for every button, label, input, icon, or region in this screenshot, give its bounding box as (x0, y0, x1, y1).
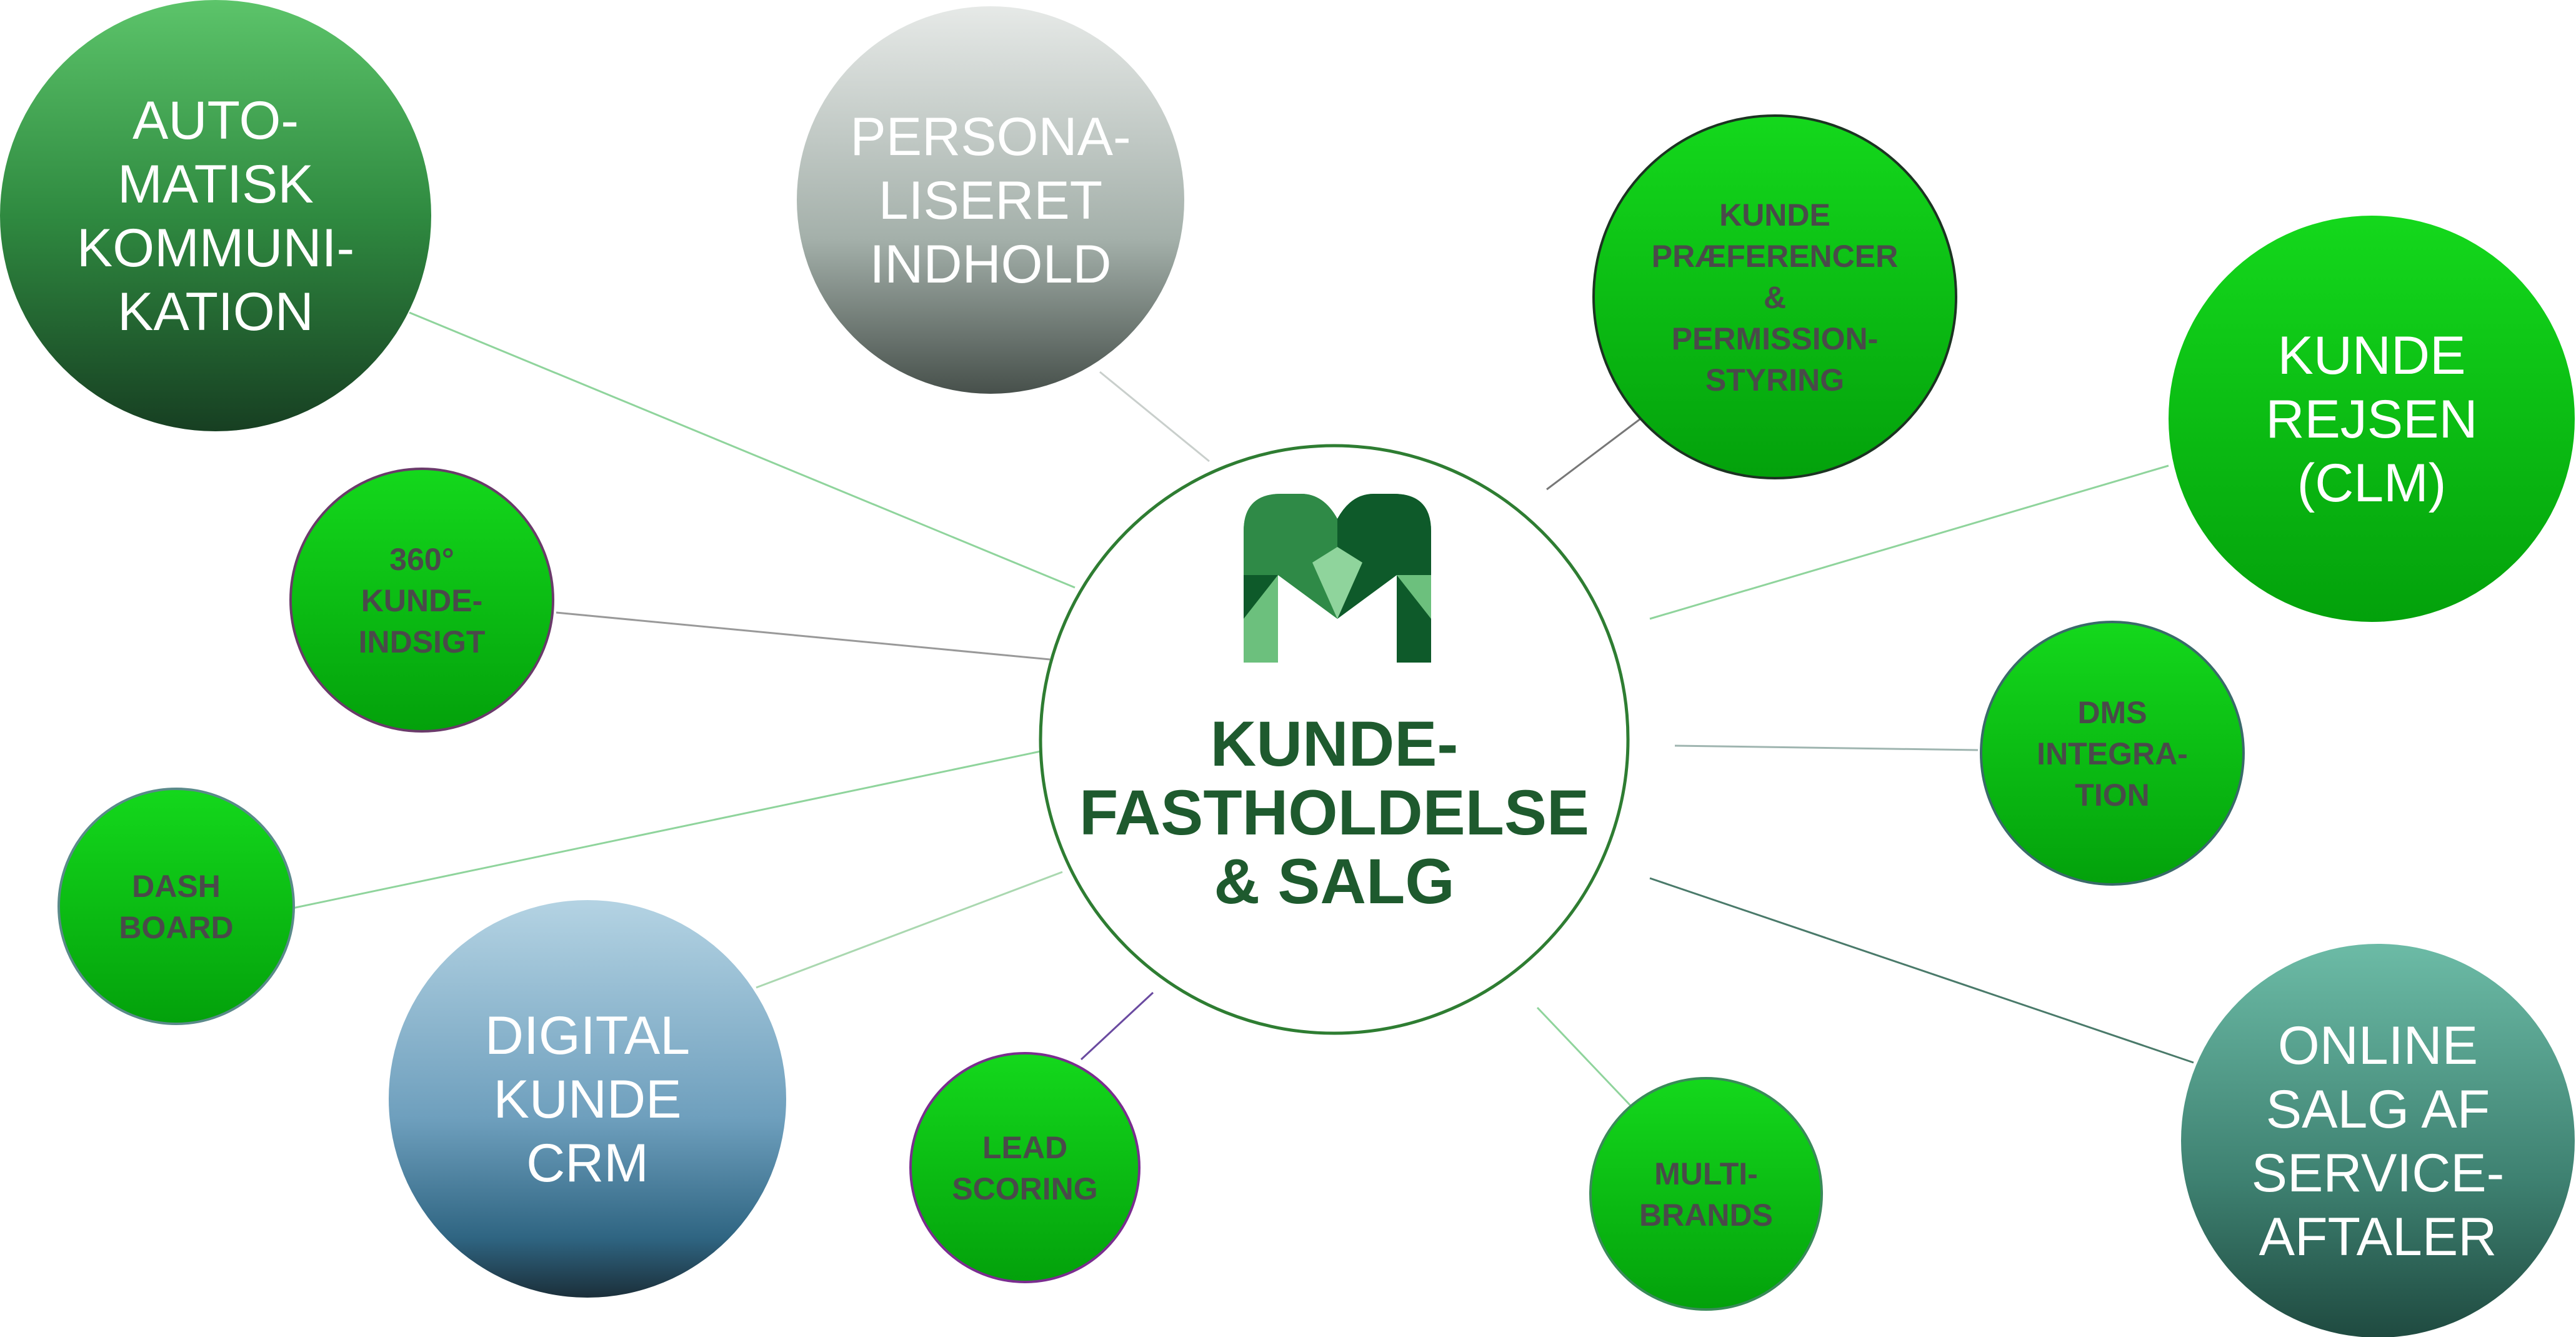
node-label-digital-kunde-crm-line-3: CRM (526, 1133, 649, 1193)
connector-lead-scoring (1080, 991, 1154, 1061)
node-label-kunde-praeferencer-line-1: KUNDE (1719, 198, 1830, 233)
connector-kunde-indsigt (556, 611, 1051, 661)
node-label-dms-integration-line-1: DMS (2077, 695, 2147, 730)
node-label-kunde-indsigt-line-1: 360° (389, 542, 454, 577)
node-label-dms-integration-line-2: INTEGRA- (2037, 736, 2188, 771)
connector-digital-kunde-crm (756, 871, 1063, 989)
hub-title-line-3: & SALG (1214, 846, 1454, 917)
node-dashboard: DASH BOARD (57, 788, 295, 1025)
node-label-kunde-indsigt-line-2: KUNDE- (361, 583, 482, 618)
node-label-kunde-praeferencer-line-4: PERMISSION- (1672, 321, 1879, 356)
node-label-dashboard-line-1: DASH (132, 869, 221, 904)
hub-node: KUNDE- FASTHOLDELSE & SALG (1039, 444, 1630, 1035)
hub-title-line-1: KUNDE- (1211, 708, 1459, 779)
node-circle-online-salg (2181, 944, 2575, 1337)
node-kunde-indsigt: 360° KUNDE- INDSIGT (289, 468, 554, 733)
connector-kunde-rejsen (1649, 464, 2169, 620)
node-circle-dms-integration (1980, 621, 2245, 886)
connector-personaliseret-indhold (1099, 371, 1210, 463)
node-label-dms-integration-line-3: TION (2075, 778, 2149, 813)
node-label-personaliseret-indhold-line-1: PERSONA- (850, 107, 1131, 167)
node-label-lead-scoring-line-2: SCORING (952, 1171, 1097, 1206)
node-label-auto-kommunikation-line-3: KOMMUNI- (77, 218, 354, 278)
node-circle-multi-brands (1589, 1077, 1823, 1311)
node-circle-kunde-praeferencer (1592, 114, 1957, 479)
node-circle-lead-scoring (909, 1052, 1141, 1283)
node-circle-auto-kommunikation (0, 0, 431, 431)
node-label-lead-scoring-line-1: LEAD (982, 1130, 1067, 1165)
connector-kunde-praeferencer (1546, 418, 1641, 491)
node-label-dashboard-line-2: BOARD (119, 910, 233, 945)
node-label-online-salg-line-2: SALG AF (2266, 1079, 2490, 1139)
node-circle-kunde-rejsen (2169, 216, 2575, 622)
node-label-multi-brands-line-1: MULTI- (1654, 1156, 1758, 1191)
node-dms-integration: DMS INTEGRA- TION (1980, 621, 2245, 886)
connector-dms-integration (1674, 744, 1979, 751)
node-label-kunde-indsigt-line-3: INDSIGT (359, 624, 486, 659)
node-label-kunde-praeferencer-line-2: PRÆFERENCER (1652, 239, 1898, 274)
node-label-auto-kommunikation-line-2: MATISK (117, 154, 314, 214)
node-label-multi-brands-line-2: BRANDS (1639, 1198, 1773, 1233)
connector-lines (292, 311, 2194, 1111)
m-logo-icon (1244, 494, 1431, 663)
node-label-auto-kommunikation-line-4: KATION (117, 282, 314, 342)
connector-multi-brands (1536, 1006, 1635, 1111)
node-circle-personaliseret-indhold (797, 6, 1184, 394)
node-label-kunde-rejsen-line-1: KUNDE (2277, 326, 2465, 386)
node-circle-dashboard (57, 788, 295, 1025)
hub-circle (1039, 444, 1630, 1035)
node-label-online-salg-line-3: SERVICE- (2252, 1143, 2505, 1203)
node-multi-brands: MULTI- BRANDS (1589, 1077, 1823, 1311)
node-label-kunde-praeferencer-line-3: & (1764, 280, 1786, 315)
node-label-kunde-rejsen-line-3: (CLM) (2297, 453, 2447, 513)
node-label-personaliseret-indhold-line-2: LISERET (879, 171, 1102, 231)
node-kunde-praeferencer: KUNDE PRÆFERENCER & PERMISSION- STYRING (1592, 114, 1957, 479)
node-circle-digital-kunde-crm (389, 900, 786, 1298)
hub-title-line-2: FASTHOLDELSE (1079, 777, 1589, 848)
node-label-kunde-rejsen-line-2: REJSEN (2265, 389, 2477, 449)
connector-auto-kommunikation (409, 311, 1076, 589)
node-label-online-salg-line-4: AFTALER (2259, 1207, 2497, 1267)
node-label-online-salg-line-1: ONLINE (2278, 1016, 2478, 1076)
connector-online-salg (1649, 877, 2194, 1064)
connector-dashboard (292, 750, 1041, 909)
node-lead-scoring: LEAD SCORING (909, 1052, 1141, 1283)
node-label-personaliseret-indhold-line-3: INDHOLD (869, 234, 1111, 294)
node-label-kunde-praeferencer-line-5: STYRING (1705, 363, 1844, 398)
node-label-auto-kommunikation-line-1: AUTO- (132, 91, 299, 151)
node-circle-kunde-indsigt (289, 468, 554, 733)
node-label-digital-kunde-crm-line-2: KUNDE (493, 1069, 681, 1129)
node-label-digital-kunde-crm-line-1: DIGITAL (485, 1006, 690, 1066)
